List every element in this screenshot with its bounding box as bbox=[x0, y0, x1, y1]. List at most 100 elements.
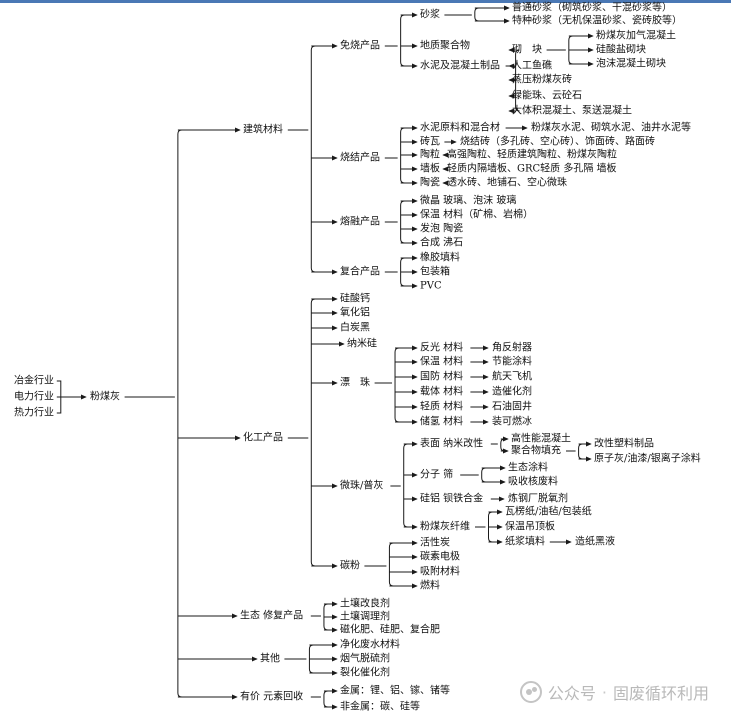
node-b0-0-2-0-0: 粉煤灰加气混凝土 bbox=[596, 29, 676, 42]
node-b1-5-1-1: 吸收核废料 bbox=[508, 475, 558, 488]
node-b0-1: 烧结产品 bbox=[340, 151, 380, 164]
node-b0-1-1-0: 烧结砖（多孔砖、空心砖）、饰面砖、路面砖 bbox=[460, 135, 655, 148]
node-b0-1-1: 砖瓦 bbox=[420, 135, 440, 148]
node-b1-1: 氧化铝 bbox=[340, 306, 370, 319]
node-b1-5-3: 粉煤灰纤维 bbox=[420, 520, 470, 533]
node-b1-3: 纳米硅 bbox=[347, 337, 377, 350]
node-b1-5-2-0: 炼钢厂脱氧剂 bbox=[508, 492, 568, 505]
node-b1-5-2: 硅铝 钡铁合金 bbox=[420, 492, 483, 505]
edge-b1-6-brace bbox=[388, 542, 394, 587]
node-b1-5-3-0: 瓦楞纸/油毡/包装纸 bbox=[505, 505, 592, 518]
node-b0-0-0-0: 普通砂浆（砌筑砂浆、干混砂浆等） bbox=[512, 1, 672, 14]
node-b1-5-0-0: 高性能混凝土 bbox=[511, 432, 571, 445]
edge-b1-5-0-brace bbox=[500, 438, 505, 452]
node-b0-3: 复合产品 bbox=[340, 265, 380, 278]
node-b0-0: 免烧产品 bbox=[340, 39, 380, 52]
input-0: 冶金行业 bbox=[14, 374, 54, 387]
node-b4: 有价 元素回收 bbox=[240, 690, 303, 703]
input-2: 热力行业 bbox=[14, 406, 54, 419]
edge-b1-5-1-brace bbox=[481, 467, 486, 483]
node-b1-4-1: 保温 材料 bbox=[420, 355, 463, 368]
node-b0-1-2: 陶粒 bbox=[420, 148, 440, 161]
node-b1-4-5: 储氢 材料 bbox=[420, 415, 463, 428]
node-b2-2: 磁化肥、硅肥、复合肥 bbox=[340, 623, 440, 636]
node-b0-2: 熔融产品 bbox=[340, 215, 380, 228]
node-b1-5-3-2-0: 造纸黑液 bbox=[575, 535, 615, 548]
node-b0-0-2-0-2: 泡沫混凝土砌块 bbox=[596, 57, 666, 70]
node-b4-1: 非金属：碳、硅等 bbox=[340, 700, 420, 713]
edge-b4-brace bbox=[323, 690, 328, 708]
node-b1-5-1-0: 生态涂料 bbox=[508, 461, 548, 474]
edge-b1-brace bbox=[310, 298, 316, 567]
node-b1-6-2: 吸附材料 bbox=[420, 565, 460, 578]
node-b3-1: 烟气脱硫剂 bbox=[340, 652, 390, 665]
node-b4-0: 金属：锂、铝、镓、锗等 bbox=[340, 684, 450, 697]
node-b0-0-0: 砂浆 bbox=[420, 8, 440, 21]
node-b1-5-0-1-0: 改性塑料制品 bbox=[594, 437, 654, 450]
node-b0-1-4: 陶瓷 bbox=[420, 176, 440, 189]
node-b2-1: 土壤调理剂 bbox=[340, 610, 390, 623]
edge-b0-2-brace bbox=[400, 200, 405, 244]
node-b1-5-3-2: 纸浆填料 bbox=[505, 535, 545, 548]
node-b0-0-1: 地质聚合物 bbox=[420, 39, 470, 52]
node-b1-4-2: 国防 材料 bbox=[420, 370, 463, 383]
node-b0-1-0: 水泥原料和混合材 bbox=[420, 121, 500, 134]
node-b1-6-0: 活性炭 bbox=[420, 536, 450, 549]
edge-b0-brace bbox=[310, 45, 316, 273]
top-rule bbox=[0, 0, 731, 3]
edge-b0-0-brace bbox=[400, 14, 405, 67]
node-b0: 建筑材料 bbox=[243, 123, 283, 136]
node-b0-3-2: PVC bbox=[420, 281, 442, 292]
node-b3: 其他 bbox=[260, 652, 280, 665]
node-b0-0-2: 水泥及混凝土制品 bbox=[420, 59, 500, 72]
node-b0-2-1: 保温 材料（矿棉、岩棉） bbox=[420, 208, 533, 221]
node-b2-0: 土壤改良剂 bbox=[340, 597, 390, 610]
edge-b0-0-0-brace bbox=[474, 7, 479, 22]
node-b1-4: 漂 珠 bbox=[340, 376, 370, 389]
node-b1-5-1: 分子 筛 bbox=[420, 468, 453, 481]
node-b0-1-3-0: 轻质内隔墙板、GRC轻质 多孔隔 墙板 bbox=[447, 162, 617, 175]
node-b1-5-0-1: 聚合物填充 bbox=[511, 444, 561, 457]
node-b1-5-0-1-1: 原子灰/油漆/银离子涂料 bbox=[594, 452, 701, 465]
node-b0-0-2-0: 砌 块 bbox=[512, 44, 542, 56]
node-b3-2: 裂化催化剂 bbox=[340, 666, 390, 679]
node-b0-1-2-0: 高强陶粒、轻质建筑陶粒、粉煤灰陶粒 bbox=[447, 148, 617, 161]
node-b0-0-2-0-1: 硅酸盐砌块 bbox=[596, 43, 646, 56]
node-b1-2: 白炭黑 bbox=[340, 321, 370, 334]
node-b1-5: 微珠/普灰 bbox=[340, 479, 383, 492]
node-b1-4-0-0: 角反射器 bbox=[492, 342, 532, 354]
node-b0-3-1: 包装箱 bbox=[420, 265, 450, 278]
node-b1-6: 碳粉 bbox=[340, 559, 360, 572]
node-b0-0-2-3: 绿能珠、云砼石 bbox=[512, 89, 582, 102]
node-b2: 生态 修复产品 bbox=[240, 609, 303, 622]
node-b0-0-2-4: 大体积混凝土、泵送混凝土 bbox=[512, 104, 632, 117]
input-1: 电力行业 bbox=[14, 390, 54, 403]
node-b1-6-1: 碳素电极 bbox=[420, 550, 460, 563]
node-b1-4-3: 载体 材料 bbox=[420, 385, 463, 398]
node-b0-2-2: 发泡 陶瓷 bbox=[420, 222, 463, 235]
node-b0-0-2-2: 蒸压粉煤灰砖 bbox=[512, 73, 572, 86]
node-b0-0-2-1: 人工鱼礁 bbox=[512, 59, 552, 72]
node-b0-0-0-1: 特种砂浆（无机保温砂浆、瓷砖胶等） bbox=[512, 14, 682, 27]
node-b0-1-0-0: 粉煤灰水泥、砌筑水泥、油井水泥等 bbox=[531, 121, 691, 134]
node-b1-4-1-0: 节能涂料 bbox=[492, 355, 532, 368]
node-b1-5-3-1: 保温吊顶板 bbox=[505, 520, 555, 533]
node-b0-2-0: 微晶 玻璃、泡沫 玻璃 bbox=[420, 194, 516, 207]
node-b0-1-3: 墙板 bbox=[420, 162, 440, 175]
node-b1-0: 硅酸钙 bbox=[340, 292, 370, 305]
edge-b1-4-brace bbox=[394, 347, 400, 423]
node-b3-0: 净化废水材料 bbox=[340, 638, 400, 651]
connector-layer bbox=[56, 5, 594, 710]
node-b1-6-3: 燃料 bbox=[420, 579, 440, 592]
node-b1-4-4-0: 石油固井 bbox=[492, 400, 532, 413]
node-b1-4-2-0: 航天飞机 bbox=[492, 370, 532, 383]
edge-b1-5-0-1-brace bbox=[578, 443, 583, 460]
root-node: 粉煤灰 bbox=[90, 390, 120, 403]
node-b1-4-4: 轻质 材料 bbox=[420, 400, 463, 413]
node-b1-5-0: 表面 纳米改性 bbox=[420, 437, 483, 450]
node-b0-3-0: 橡胶填料 bbox=[420, 251, 460, 264]
node-b1: 化工产品 bbox=[243, 431, 283, 444]
node-b1-4-0: 反光 材料 bbox=[420, 341, 463, 354]
